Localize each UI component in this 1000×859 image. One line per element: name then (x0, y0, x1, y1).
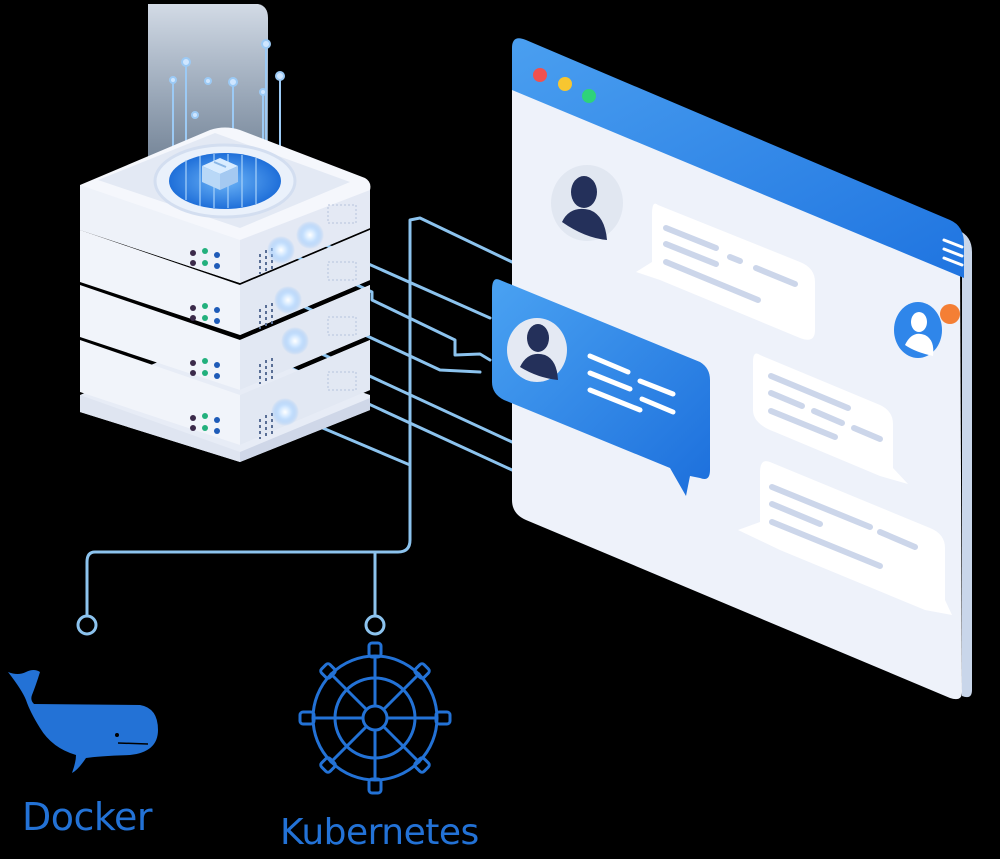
docker-node-icon (76, 614, 98, 636)
avatar-contact (894, 302, 960, 358)
helm-wheel-icon[interactable] (298, 641, 452, 795)
chat-app-window (492, 38, 972, 700)
server-vents (259, 248, 273, 439)
server-leds (190, 248, 220, 434)
user-icon (571, 176, 597, 208)
notification-dot-icon (940, 304, 960, 324)
whale-icon[interactable] (8, 670, 158, 773)
server-grilles (327, 204, 357, 391)
server-stack (80, 4, 371, 462)
port-glow-lights (267, 221, 324, 426)
server-top (80, 127, 371, 283)
kubernetes-node-icon (364, 614, 386, 636)
window-controls (533, 68, 596, 103)
message-bubble-4 (738, 461, 952, 615)
message-bubble-1 (636, 203, 815, 340)
kubernetes-label: Kubernetes (280, 812, 479, 853)
docker-label: Docker (22, 795, 153, 839)
user-icon (911, 312, 927, 332)
avatar-user-1 (551, 165, 623, 241)
message-bubble-3 (753, 353, 908, 484)
window-header (512, 38, 964, 279)
close-dot-icon[interactable] (533, 68, 547, 82)
package-box-icon (202, 158, 238, 190)
user-icon (527, 324, 549, 352)
hamburger-menu-icon[interactable] (942, 238, 964, 267)
message-bubble-highlighted[interactable] (492, 279, 710, 496)
minimize-dot-icon[interactable] (558, 77, 572, 91)
maximize-dot-icon[interactable] (582, 89, 596, 103)
